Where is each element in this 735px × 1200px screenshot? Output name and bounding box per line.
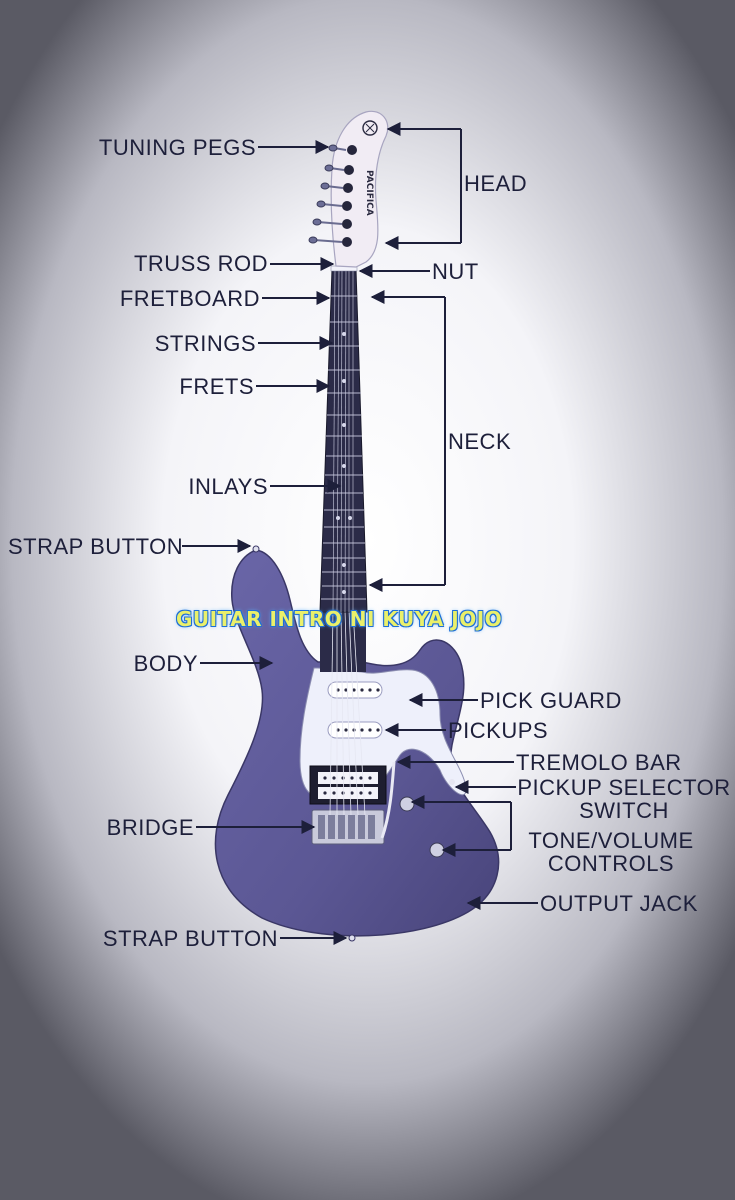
- selector-switch-tip: [449, 779, 455, 785]
- label-pickups: PICKUPS: [448, 718, 549, 743]
- strap-button-top-icon: [252, 545, 260, 553]
- fretboard: [319, 269, 368, 613]
- brand-logo-icon: [362, 120, 378, 136]
- tone-knob: [429, 842, 445, 858]
- headstock: [330, 110, 389, 268]
- label-fretboard: FRETBOARD: [119, 286, 260, 311]
- label-pick-guard: PICK GUARD: [480, 688, 622, 713]
- headstock-brand: PACIFICA: [364, 170, 374, 216]
- label-bridge: BRIDGE: [106, 815, 194, 840]
- label-pickup-selector-line1: PICKUP SELECTOR: [517, 775, 731, 800]
- label-pickup-selector-line2: SWITCH: [579, 798, 669, 823]
- neck-pickup: [327, 681, 383, 699]
- tuning-pegs: [308, 144, 357, 247]
- label-tuning-pegs: TUNING PEGS: [98, 135, 256, 160]
- fretboard-end: [320, 610, 366, 672]
- label-strings: STRINGS: [154, 331, 256, 356]
- tremolo-bar: [380, 761, 396, 839]
- label-truss-rod: TRUSS ROD: [133, 251, 268, 276]
- watermark: GUITAR INTRO NI KUYA JOJO: [176, 607, 503, 631]
- label-body: BODY: [133, 651, 198, 676]
- label-nut: NUT: [432, 259, 479, 284]
- label-head: HEAD: [464, 171, 528, 196]
- label-output-jack: OUTPUT JACK: [540, 891, 698, 916]
- label-frets: FRETS: [179, 374, 254, 399]
- neck-strings: [332, 267, 354, 613]
- label-strap-button-bottom: STRAP BUTTON: [102, 926, 278, 951]
- label-neck: NECK: [448, 429, 512, 454]
- strap-button-bottom-icon: [348, 934, 356, 942]
- label-tone-volume-line1: TONE/VOLUME: [528, 828, 694, 853]
- label-tone-volume-line2: CONTROLS: [547, 851, 675, 876]
- bridge-assembly: [311, 809, 385, 845]
- bridge-humbucker: [309, 765, 387, 805]
- label-tremolo-bar: TREMOLO BAR: [516, 750, 682, 775]
- annotation-arrows: [182, 122, 538, 945]
- volume-knob: [399, 796, 415, 812]
- middle-pickup: [327, 721, 383, 739]
- label-strap-button-top: STRAP BUTTON: [8, 534, 184, 559]
- body-strings: [329, 609, 366, 816]
- label-inlays: INLAYS: [188, 474, 268, 499]
